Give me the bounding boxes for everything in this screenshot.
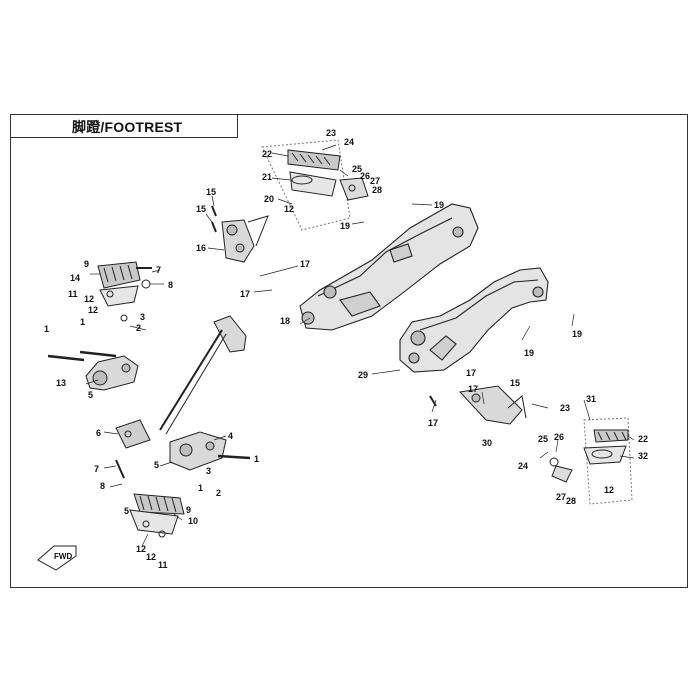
callout-25: 25 xyxy=(538,434,548,444)
callout-14: 14 xyxy=(70,273,80,283)
drawing-frame xyxy=(10,114,688,588)
callout-6: 6 xyxy=(96,428,101,438)
rear-frame-subframe-left xyxy=(299,203,479,331)
callout-20: 20 xyxy=(264,194,274,204)
rear-frame-subframe-right xyxy=(399,267,549,373)
diagram-title: 脚蹬/FOOTREST xyxy=(72,119,183,135)
callout-27: 27 xyxy=(370,176,380,186)
callout-12: 12 xyxy=(146,552,156,562)
fwd-marker-label: FWD xyxy=(54,552,72,561)
callout-12: 12 xyxy=(84,294,94,304)
lower-right-footrest-inset xyxy=(549,417,633,505)
callout-17: 17 xyxy=(240,289,250,299)
callout-5: 5 xyxy=(154,460,159,470)
callout-12: 12 xyxy=(88,305,98,315)
callout-12: 12 xyxy=(136,544,146,554)
callout-25: 25 xyxy=(352,164,362,174)
callout-9: 9 xyxy=(84,259,89,269)
callout-24: 24 xyxy=(344,137,354,147)
callout-22: 22 xyxy=(638,434,648,444)
footrest-bracket-left xyxy=(47,350,139,391)
callout-30: 30 xyxy=(482,438,492,448)
callout-17: 17 xyxy=(300,259,310,269)
footrest-bracket-lower xyxy=(115,431,251,479)
washer-parts-right xyxy=(549,457,573,483)
upper-left-footrest-inset xyxy=(261,139,369,231)
callout-19: 19 xyxy=(434,200,444,210)
callout-23: 23 xyxy=(560,403,570,413)
callout-9: 9 xyxy=(186,505,191,515)
callout-1: 1 xyxy=(44,324,49,334)
callout-10: 10 xyxy=(188,516,198,526)
callout-31: 31 xyxy=(586,394,596,404)
callout-11: 11 xyxy=(68,289,78,299)
callout-19: 19 xyxy=(572,329,582,339)
callout-2: 2 xyxy=(136,323,141,333)
brake-pedal-linkage xyxy=(115,315,247,449)
callout-15: 15 xyxy=(510,378,520,388)
footpeg-base-right xyxy=(583,445,627,465)
callout-3: 3 xyxy=(206,466,211,476)
callout-8: 8 xyxy=(168,280,173,290)
bracket-assembly-upper xyxy=(211,205,269,263)
callout-22: 22 xyxy=(262,149,272,159)
callout-15: 15 xyxy=(206,187,216,197)
footpeg-assembly-left xyxy=(97,261,152,322)
callout-32: 32 xyxy=(638,451,648,461)
callout-1: 1 xyxy=(198,483,203,493)
callout-labels: 23 24 22 25 26 27 21 28 20 12 15 15 16 1… xyxy=(44,128,648,570)
callout-7: 7 xyxy=(156,265,161,275)
fwd-direction-arrow: FWD xyxy=(37,545,77,571)
callout-1: 1 xyxy=(80,317,85,327)
callout-26: 26 xyxy=(554,432,564,442)
callout-3: 3 xyxy=(140,312,145,322)
callout-21: 21 xyxy=(262,172,272,182)
callout-12: 12 xyxy=(604,485,614,495)
callout-leader-lines xyxy=(85,144,635,547)
callout-2: 2 xyxy=(216,488,221,498)
footpeg-rubber-right xyxy=(593,429,629,443)
callout-24: 24 xyxy=(518,461,528,471)
footpeg-rubber-upper xyxy=(287,149,341,171)
callout-26: 26 xyxy=(360,171,370,181)
callout-8: 8 xyxy=(100,481,105,491)
callout-5: 5 xyxy=(88,390,93,400)
callout-5: 5 xyxy=(124,506,129,516)
callout-18: 18 xyxy=(280,316,290,326)
footpeg-bracket-upper xyxy=(339,177,369,201)
callout-12: 12 xyxy=(284,204,294,214)
callout-1: 1 xyxy=(254,454,259,464)
callout-17: 17 xyxy=(428,418,438,428)
callout-19: 19 xyxy=(340,221,350,231)
callout-4: 4 xyxy=(228,431,233,441)
callout-15: 15 xyxy=(196,204,206,214)
callout-16: 16 xyxy=(196,243,206,253)
title-box xyxy=(10,114,238,138)
callout-13: 13 xyxy=(56,378,66,388)
callout-29: 29 xyxy=(358,370,368,380)
footpeg-base-upper xyxy=(289,171,337,197)
callout-23: 23 xyxy=(326,128,336,138)
callout-17: 17 xyxy=(468,384,478,394)
callout-28: 28 xyxy=(372,185,382,195)
footpeg-bracket-right xyxy=(429,385,527,425)
callout-19: 19 xyxy=(524,348,534,358)
callout-7: 7 xyxy=(94,464,99,474)
callout-28: 28 xyxy=(566,496,576,506)
callout-17: 17 xyxy=(466,368,476,378)
callout-11: 11 xyxy=(158,560,168,570)
footpeg-assembly-lower xyxy=(129,493,185,538)
callout-27: 27 xyxy=(556,492,566,502)
